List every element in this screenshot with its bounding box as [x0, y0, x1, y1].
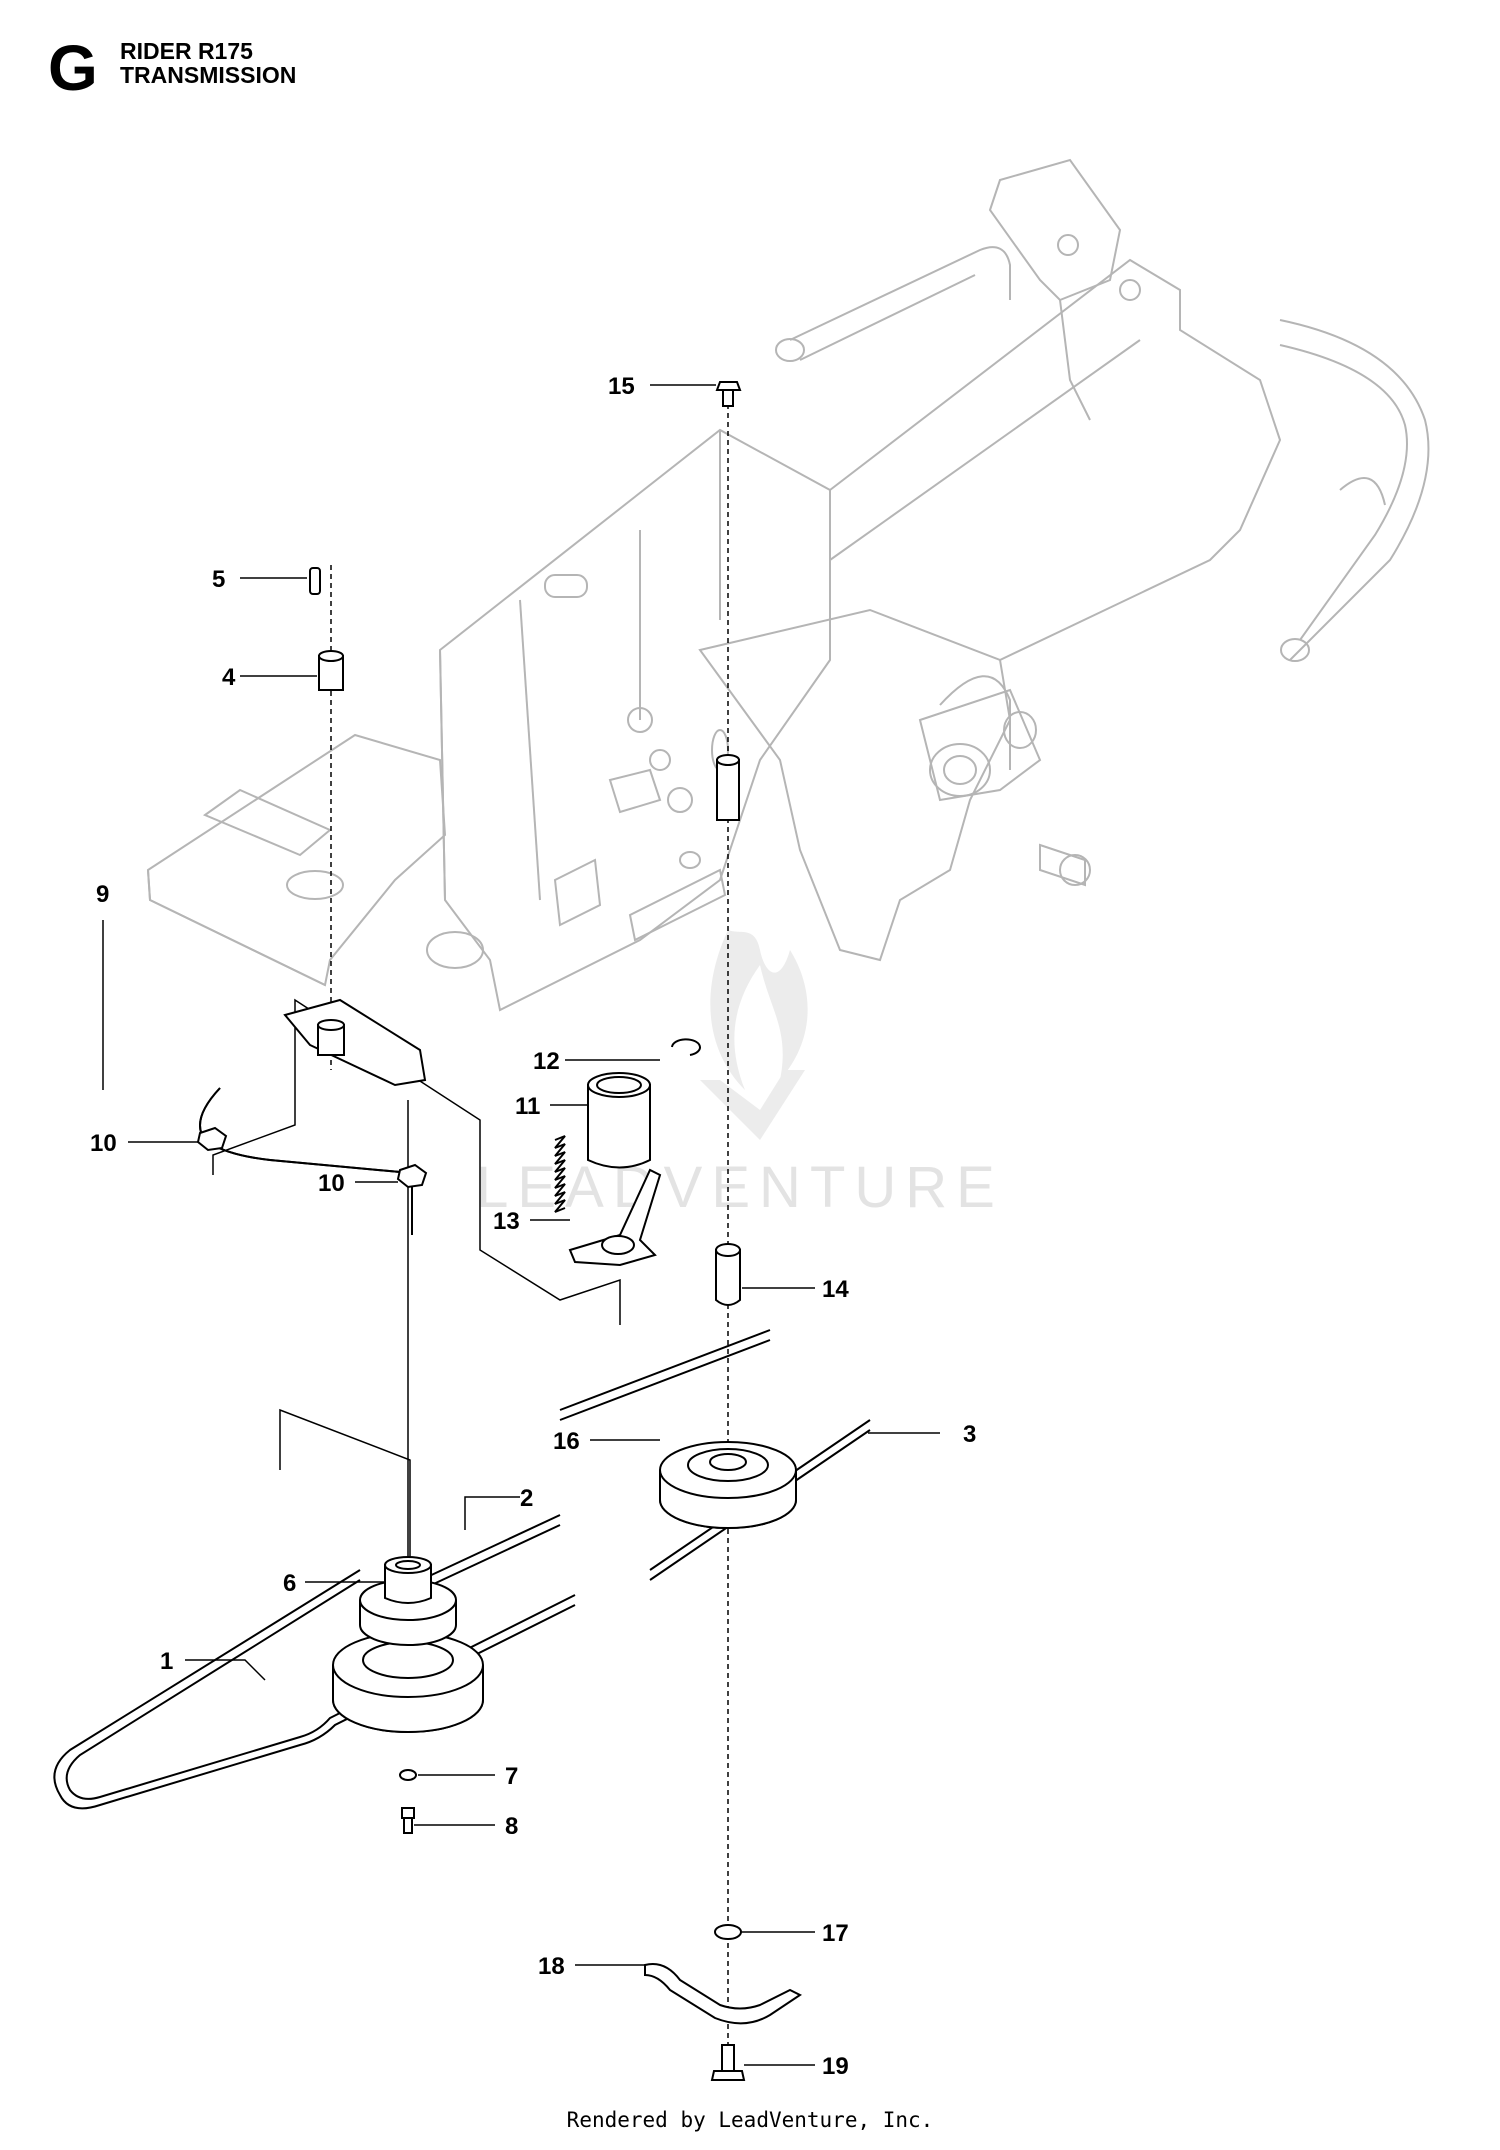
callout-14: 14	[822, 1276, 849, 1303]
callout-4: 4	[222, 664, 236, 691]
leader-lines	[102, 384, 940, 2066]
callout-15: 15	[608, 373, 635, 400]
callout-19: 19	[822, 2053, 849, 2080]
callout-18: 18	[538, 1953, 565, 1980]
part-16-pulley	[659, 1441, 797, 1529]
callout-6: 6	[283, 1570, 296, 1597]
section-letter: G	[48, 32, 98, 104]
part-4-bushing	[318, 650, 344, 691]
callout-7: 7	[505, 1763, 518, 1790]
part-9-rod-inner	[199, 1087, 413, 1235]
idler-arm-plate	[568, 1168, 662, 1267]
part-1-belt	[53, 1569, 576, 1810]
callout-8: 8	[505, 1813, 518, 1840]
callout-13: 13	[493, 1208, 520, 1235]
part-18-belt-guide	[644, 1963, 802, 2025]
callout-1: 1	[160, 1648, 173, 1675]
section-title: TRANSMISSION	[120, 62, 297, 88]
part-13-spring	[554, 1135, 566, 1213]
drive-pulley-assembly	[332, 1556, 484, 1733]
part-7-washer	[399, 1769, 417, 1781]
part-11-sleeve	[587, 1072, 651, 1169]
callout-12: 12	[533, 1048, 560, 1075]
callout-5: 5	[212, 566, 225, 593]
frame-bushing	[716, 754, 740, 821]
part-10-nut-right	[396, 1163, 428, 1189]
chassis-frame	[146, 158, 1430, 1012]
assembly-bracket-outline-lower	[279, 1408, 411, 1560]
callout-16: 16	[553, 1428, 580, 1455]
part-19-bolt	[710, 2044, 746, 2081]
part-5-pin	[309, 567, 321, 595]
idler-arm-bracket	[283, 998, 427, 1087]
model-title: RIDER R175	[120, 38, 253, 64]
callout-9: 9	[96, 881, 109, 908]
assembly-bracket-outline	[212, 998, 621, 1325]
part-12-clip	[671, 1038, 701, 1056]
callout-10-right: 10	[318, 1170, 345, 1197]
part-17-washer	[714, 1924, 742, 1940]
part-6-hub	[384, 1564, 432, 1604]
callout-10-left: 10	[90, 1130, 117, 1157]
part-14-spacer	[715, 1243, 741, 1306]
part-10-nut-left	[196, 1126, 228, 1152]
callout-17: 17	[822, 1920, 849, 1947]
callout-11: 11	[515, 1093, 540, 1120]
part-8-bolt	[401, 1807, 415, 1834]
diagram-header: G RIDER R175 TRANSMISSION	[48, 36, 448, 106]
footer-credit: Rendered by LeadVenture, Inc.	[566, 2108, 934, 2132]
callout-3: 3	[963, 1421, 976, 1448]
part-9-rod	[199, 1087, 413, 1235]
leadventure-watermark: LEADVENTURE	[476, 930, 995, 1220]
part-15-bolt	[715, 381, 742, 407]
callout-2: 2	[520, 1485, 533, 1512]
